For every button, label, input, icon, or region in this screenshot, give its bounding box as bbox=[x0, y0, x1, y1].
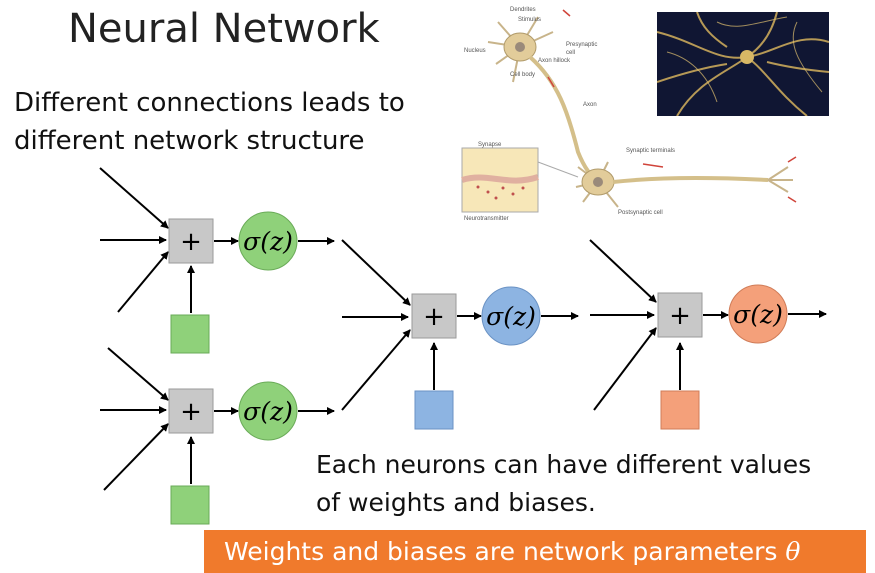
n2-input-edge-1 bbox=[107, 347, 169, 401]
note-line-2: of weights and biases. bbox=[316, 488, 596, 517]
label-nucleus: Nucleus bbox=[464, 48, 486, 54]
n3-sum-symbol: + bbox=[423, 302, 445, 332]
n1-sum-symbol: + bbox=[180, 227, 202, 257]
label-cell-body: Cell body bbox=[510, 72, 535, 78]
subtitle: Different connections leads to different… bbox=[14, 84, 474, 160]
n4-sum-box bbox=[657, 292, 703, 338]
theta-symbol: θ bbox=[785, 537, 801, 566]
neuron-photo bbox=[657, 12, 829, 116]
n3-input-edge-1 bbox=[341, 239, 411, 306]
n4-input-edge-3 bbox=[593, 327, 657, 411]
n2-activation-label: σ(z) bbox=[243, 397, 293, 426]
note-line-1: Each neurons can have different values bbox=[316, 450, 812, 479]
n3-activation-circle bbox=[481, 286, 541, 346]
subtitle-line-2: different network structure bbox=[14, 126, 365, 156]
parameters-banner: Weights and biases are network parameter… bbox=[204, 530, 866, 573]
label-axon-hillock: Axon hillock bbox=[538, 58, 571, 64]
n1-sum-box bbox=[168, 218, 214, 264]
label-dendrites: Dendrites bbox=[510, 7, 536, 13]
n1-activation-label: σ(z) bbox=[243, 227, 293, 256]
n4-sum-symbol: + bbox=[669, 301, 691, 331]
n3-sum-box bbox=[411, 293, 457, 339]
neuron-2: + σ(z) bbox=[168, 381, 298, 525]
label-synapse: Synapse bbox=[478, 142, 502, 148]
neuron-drawing: Dendrites Stimulus Nucleus Presynaptic c… bbox=[461, 7, 797, 222]
n3-input-edge-3 bbox=[341, 329, 411, 411]
n2-activation-circle bbox=[238, 381, 298, 441]
n4-bias-box bbox=[660, 390, 700, 430]
n2-sum-symbol: + bbox=[180, 397, 202, 427]
n2-input-edge-3 bbox=[103, 423, 169, 491]
n3-bias-box bbox=[414, 390, 454, 430]
n1-input-edge-3 bbox=[117, 251, 169, 313]
n3-activation-label: σ(z) bbox=[486, 302, 536, 331]
label-stimulus: Stimulus bbox=[518, 17, 541, 23]
neuron-photo-image bbox=[657, 12, 829, 116]
label-presynaptic: Presynaptic bbox=[566, 42, 597, 48]
label-axon: Axon bbox=[583, 102, 597, 108]
neuron-3: + σ(z) bbox=[411, 286, 541, 430]
n4-activation-circle bbox=[728, 284, 788, 344]
n2-sum-box bbox=[168, 388, 214, 434]
n1-activation-circle bbox=[238, 211, 298, 271]
label-neurotransmitter: Neurotransmitter bbox=[464, 216, 509, 222]
weights-note: Each neurons can have different values o… bbox=[316, 446, 871, 522]
label-cell: cell bbox=[566, 50, 575, 56]
neuron-1: + σ(z) bbox=[168, 211, 298, 354]
label-postsynaptic: Postsynaptic cell bbox=[618, 210, 663, 216]
slide-title: Neural Network bbox=[68, 6, 380, 52]
subtitle-line-1: Different connections leads to bbox=[14, 88, 405, 118]
neuron-illustration: Dendrites Stimulus Nucleus Presynaptic c… bbox=[458, 2, 803, 224]
neuron-4: + σ(z) bbox=[657, 284, 788, 430]
n1-input-edge-1 bbox=[99, 167, 169, 229]
n4-input-edge-1 bbox=[589, 239, 657, 303]
n2-bias-box bbox=[170, 485, 210, 525]
n1-bias-box bbox=[170, 314, 210, 354]
label-synaptic-terminals: Synaptic terminals bbox=[626, 148, 675, 154]
n4-activation-label: σ(z) bbox=[733, 300, 783, 329]
banner-text: Weights and biases are network parameter… bbox=[224, 537, 778, 566]
